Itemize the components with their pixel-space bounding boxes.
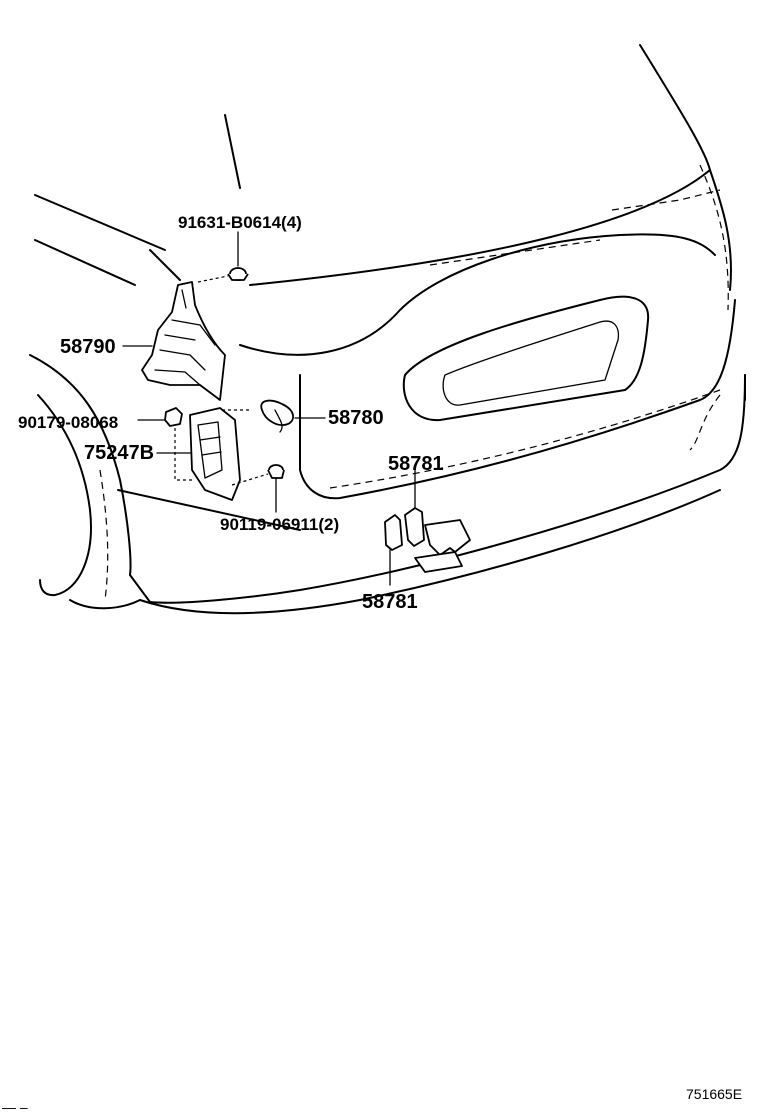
bracket-58790 [141,281,226,401]
screw-90119 [231,464,285,513]
label-nut-90179: 90179-08068 [18,413,118,432]
clips-58781 [384,469,471,586]
label-bracket-58790: 58790 [60,336,116,358]
label-clip-lower-58781: 58781 [362,591,418,613]
leader-lines [122,345,191,454]
grommet-58780 [260,399,326,433]
label-bolt-91631: 91631-B0614(4) [178,213,302,232]
cover-75247B [189,407,250,501]
bolt-91631 [197,231,249,283]
label-screw-90119: 90119-06911(2) [220,515,339,534]
footer-marks: — – [2,1099,28,1112]
label-grommet-58780: 58780 [328,407,384,429]
diagram-code: 751665E [686,1086,742,1102]
label-cover-75247B: 75247B [84,442,154,464]
label-clip-upper-58781: 58781 [388,453,444,475]
vehicle-body [29,44,746,615]
